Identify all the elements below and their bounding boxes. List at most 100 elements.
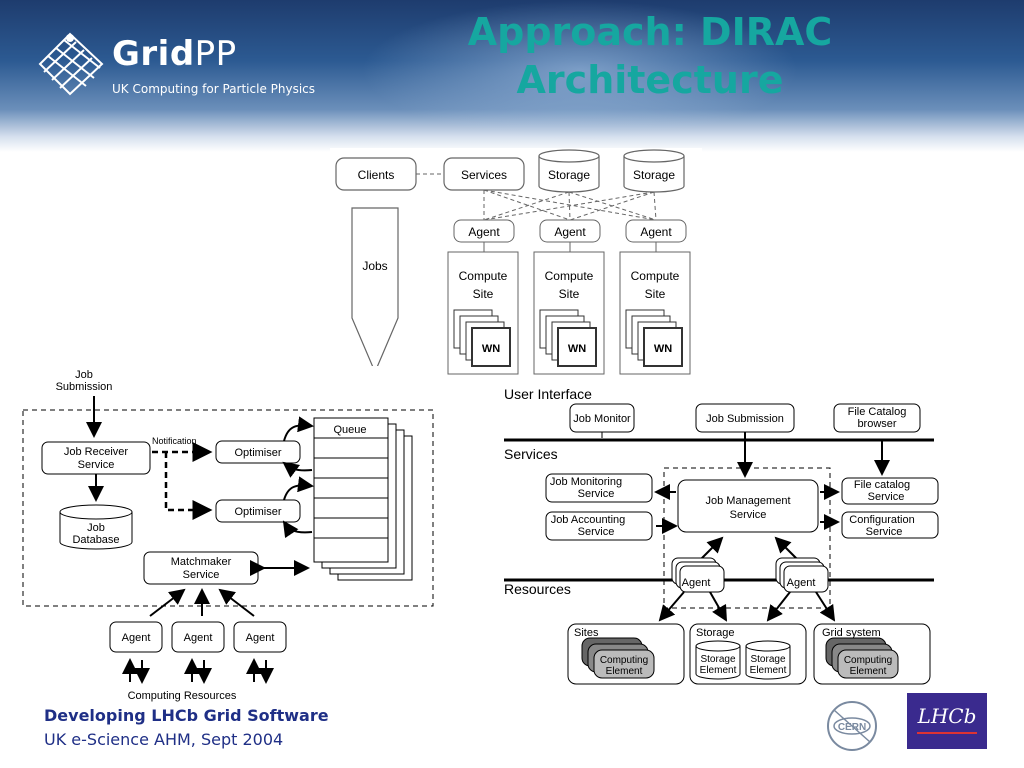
top-diagram: Clients Services Storage Storage Jobs Ag… xyxy=(335,149,691,375)
compute-site-3: Compute Site WN xyxy=(619,251,691,375)
grid-ce-line-2: Element xyxy=(850,666,887,677)
storage-label: Storage xyxy=(696,627,735,639)
header-banner xyxy=(0,0,1024,152)
grid-system-label: Grid system xyxy=(822,627,881,639)
clients-label: Clients xyxy=(358,168,395,182)
job-submission-label: Job Submission xyxy=(706,413,784,425)
cfg-line-2: Service xyxy=(866,526,903,538)
logo-pp: PP xyxy=(194,34,237,74)
title-line-2: Architecture xyxy=(516,58,784,102)
job-accounting-box xyxy=(545,511,653,541)
top-diagram-panel: Clients Services Storage Storage Jobs Ag… xyxy=(330,148,702,378)
fcs-line-1: File catalog xyxy=(854,479,910,491)
agent-label-1: Agent xyxy=(468,225,500,239)
se-2-line-2: Element xyxy=(750,665,787,676)
left-agent-label-2: Agent xyxy=(184,632,213,644)
sites-ce-line-1: Computing xyxy=(600,655,648,666)
fcs-line-2: Service xyxy=(868,491,905,503)
jm-line-2: Service xyxy=(730,509,767,521)
right-diagram-panel: User Interface Job Monitor Job Submissio… xyxy=(500,382,940,688)
agent-stack-a xyxy=(671,557,725,593)
optimiser-a-label: Optimiser xyxy=(234,447,281,459)
wn-label-2: WN xyxy=(568,343,586,355)
left-agent-label-3: Agent xyxy=(246,632,275,644)
user-interface-label: User Interface xyxy=(504,386,592,402)
sites-ce-line-2: Element xyxy=(606,666,643,677)
header-glow xyxy=(360,0,800,140)
site-1-line2: Site xyxy=(473,287,494,301)
storage-1-label: Storage xyxy=(548,168,590,182)
logo-subtitle: UK Computing for Particle Physics xyxy=(112,82,316,96)
lhcb-logo: LHCb xyxy=(907,693,987,749)
compute-site-1: Compute Site WN xyxy=(447,251,519,375)
job-submission-label-2: Submission xyxy=(56,381,113,393)
left-agent-box-2 xyxy=(171,621,225,653)
agent-label-2: Agent xyxy=(554,225,586,239)
grid-ce-stack xyxy=(825,637,899,679)
cern-logo-icon: CERN xyxy=(827,701,877,751)
slide-title: Approach: DIRAC Architecture xyxy=(430,8,870,104)
dirac-boundary xyxy=(22,409,434,607)
jobs-arrow-shape xyxy=(351,207,399,374)
optimiser-a-box xyxy=(215,440,301,464)
site-2-line1: Compute xyxy=(545,269,594,283)
optimiser-b-label: Optimiser xyxy=(234,506,281,518)
grid-ce-line-1: Computing xyxy=(844,655,892,666)
queue-stack xyxy=(313,417,413,581)
resources-label: Resources xyxy=(504,581,571,597)
jms-line-2: Service xyxy=(578,488,615,500)
agent-stack-b xyxy=(775,557,829,593)
left-diagram-panel: Job Submission Job Receiver Service Job … xyxy=(20,366,438,704)
receiver-line-2: Service xyxy=(78,459,115,471)
services-label: Services xyxy=(504,446,558,462)
storage-2-cylinder xyxy=(623,149,685,193)
logo-main: Grid xyxy=(112,34,195,74)
fc-browser-box xyxy=(833,403,921,433)
gridpp-logo-icon xyxy=(38,32,104,96)
jobs-label: Jobs xyxy=(362,259,387,273)
job-monitoring-box xyxy=(545,473,653,503)
notification-label: Notification xyxy=(152,436,197,446)
storage-element-2 xyxy=(745,640,791,680)
site-1-line1: Compute xyxy=(459,269,508,283)
site-3-line2: Site xyxy=(645,287,666,301)
services-label: Services xyxy=(461,168,507,182)
storage-1-cylinder xyxy=(538,149,600,193)
job-database-cylinder xyxy=(59,504,133,550)
job-submission-label-1: Job xyxy=(75,369,93,381)
se-1-line-1: Storage xyxy=(700,654,735,665)
sites-label: Sites xyxy=(574,627,599,639)
se-2-line-1: Storage xyxy=(750,654,785,665)
matchmaker-line-1: Matchmaker xyxy=(171,556,232,568)
configuration-service-box xyxy=(841,511,939,539)
lhcb-logo-text: LHCb xyxy=(917,704,977,728)
sites-ce-stack xyxy=(581,637,655,679)
job-monitor-label: Job Monitor xyxy=(573,413,631,425)
jobdb-line-2: Database xyxy=(72,534,119,546)
site-3-line1: Compute xyxy=(631,269,680,283)
fc-browser-line-1: File Catalog xyxy=(848,406,907,418)
wn-label-3: WN xyxy=(654,343,672,355)
cern-logo-text: CERN xyxy=(838,722,866,733)
jm-line-1: Job Management xyxy=(706,495,791,507)
jobdb-line-1: Job xyxy=(87,522,105,534)
title-line-1: Approach: DIRAC xyxy=(467,10,833,54)
matchmaker-line-2: Service xyxy=(183,569,220,581)
jms-line-1: Job Monitoring xyxy=(550,476,622,488)
agent-b-label: Agent xyxy=(787,577,816,589)
job-management-box xyxy=(677,479,819,533)
file-catalog-service-box xyxy=(841,477,939,505)
gridpp-logo-text: GridPP xyxy=(112,34,237,74)
left-agent-box-3 xyxy=(233,621,287,653)
agent-label-3: Agent xyxy=(640,225,672,239)
footer-title: Developing LHCb Grid Software xyxy=(44,706,329,725)
se-1-line-2: Element xyxy=(700,665,737,676)
left-diagram: Job Submission Job Receiver Service Job … xyxy=(22,369,434,702)
optimiser-b-box xyxy=(215,499,301,523)
left-agent-label-1: Agent xyxy=(122,632,151,644)
jas-line-1: Job Accounting xyxy=(551,514,626,526)
queue-label: Queue xyxy=(333,424,366,436)
right-diagram: User Interface Job Monitor Job Submissio… xyxy=(504,386,939,685)
fc-browser-line-2: browser xyxy=(857,418,896,430)
agent-a-label: Agent xyxy=(682,577,711,589)
